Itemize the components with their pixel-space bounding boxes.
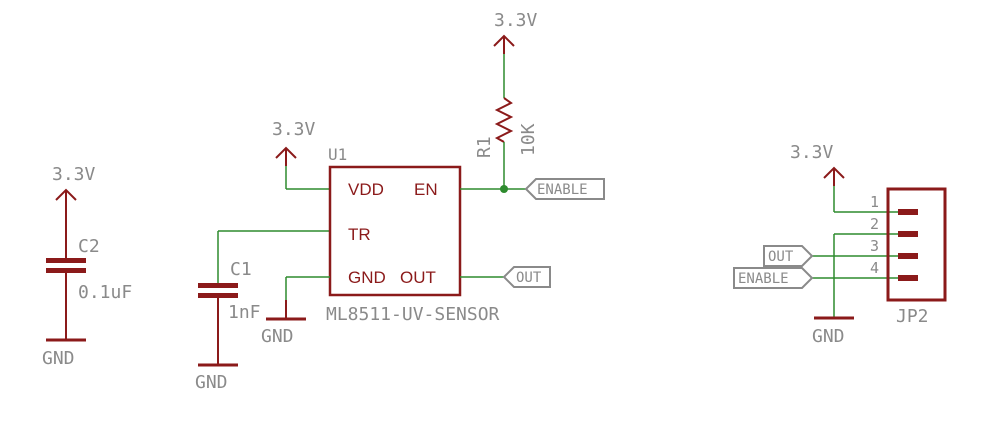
jp2-pin-1	[898, 209, 918, 215]
enable-net-label-frame	[524, 178, 605, 200]
u1-supply-arrow	[275, 146, 297, 166]
jp2-group: 3.3V GND OUT ENABLE 1 2 3 4 JP2	[733, 142, 947, 347]
jp2-pin-number-3: 3	[870, 237, 879, 255]
jp2-ref-label: JP2	[896, 306, 929, 327]
c2-ref-label: C2	[78, 236, 100, 257]
u1-supply-label: 3.3V	[272, 119, 316, 140]
r1-resistor-symbol	[494, 97, 514, 143]
jp2-enable-net-label-frame	[733, 267, 814, 289]
jp2-pin-4	[898, 275, 918, 281]
c2-supply-label: 3.3V	[52, 164, 96, 185]
u1-part-label: ML8511-UV-SENSOR	[326, 304, 500, 325]
jp2-pin-number-4: 4	[870, 259, 879, 277]
r1-supply-arrow	[493, 34, 515, 54]
u1-ref-label: U1	[328, 145, 347, 164]
r1-value-label: 10K	[518, 123, 539, 156]
jp2-pin-number-2: 2	[870, 215, 879, 233]
c1-capacitor-symbol	[198, 283, 238, 367]
jp2-supply-arrow	[823, 166, 845, 186]
r1-supply-label: 3.3V	[494, 10, 538, 31]
u1-pin-en: EN	[414, 180, 438, 199]
jp2-connector-body	[886, 187, 947, 302]
jp2-out-net-label-frame	[763, 245, 814, 267]
u1-pin-tr: TR	[348, 225, 371, 244]
c2-supply-arrow	[55, 188, 77, 258]
r1-ref-label: R1	[474, 136, 495, 158]
jp2-out-net-label: OUT	[768, 249, 794, 265]
u1-pin-gnd: GND	[348, 268, 386, 287]
jp2-gnd-label: GND	[812, 326, 845, 347]
u1-group: 3.3V U1 VDD EN TR GND OUT ML8511-UV-SENS…	[261, 119, 605, 347]
u1-pin-out: OUT	[400, 268, 436, 287]
jp2-pin-number-1: 1	[870, 193, 879, 211]
enable-net-label: ENABLE	[537, 182, 588, 198]
jp2-pin-3	[898, 253, 918, 259]
c1-ref-label: C1	[230, 259, 252, 280]
jp2-enable-net-label: ENABLE	[738, 271, 789, 287]
u1-gnd-label: GND	[261, 326, 294, 347]
c2-gnd-label: GND	[42, 348, 75, 369]
jp2-supply-label: 3.3V	[790, 142, 834, 163]
out-net-label: OUT	[516, 270, 542, 286]
u1-pin-vdd: VDD	[348, 180, 384, 199]
r1-group: 3.3V R1 10K	[474, 10, 539, 189]
out-net-label-frame	[502, 266, 551, 288]
u1-ic-body	[328, 165, 462, 297]
c1-gnd-label: GND	[195, 372, 228, 393]
c1-group: C1 1nF GND	[195, 230, 330, 393]
c1-value-label: 1nF	[228, 302, 261, 323]
jp2-pin-2	[898, 231, 918, 237]
c2-value-label: 0.1uF	[78, 282, 132, 303]
c2-capacitor-symbol	[46, 258, 86, 342]
c2-group: 3.3V C2 0.1uF GND	[42, 164, 132, 369]
